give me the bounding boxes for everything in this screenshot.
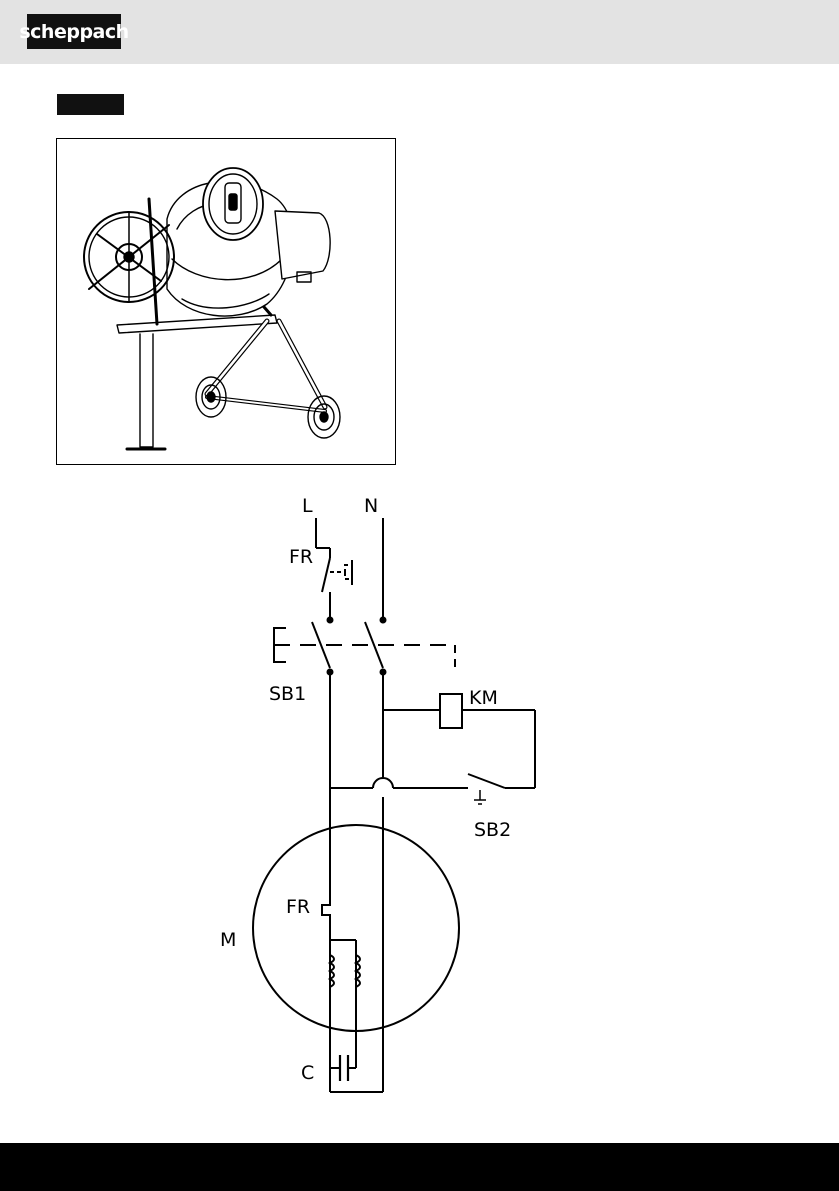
wiring-diagram: L N FR SB1 KM SB2 M FR C: [0, 480, 839, 1100]
label-KM: KM: [469, 687, 498, 709]
label-C: C: [301, 1062, 314, 1084]
footer-bar: [0, 1143, 839, 1191]
motor-M: [253, 825, 459, 1092]
label-M: M: [220, 929, 236, 951]
line-L-upper: [316, 518, 352, 623]
label-SB1: SB1: [269, 683, 306, 705]
label-L: L: [302, 495, 313, 517]
brand-logo: scheppach: [27, 14, 121, 49]
header-bar: scheppach: [0, 0, 839, 64]
label-FR-top: FR: [289, 546, 313, 568]
line-N-upper: [381, 518, 386, 623]
label-N: N: [364, 495, 378, 517]
label-FR-motor: FR: [286, 896, 310, 918]
mixer-illustration: [56, 138, 396, 465]
switch-SB1: [274, 622, 455, 675]
contactor-KM-circuit: [330, 694, 535, 804]
concrete-mixer-drawing: [57, 139, 397, 466]
label-SB2: SB2: [474, 819, 511, 841]
figure-label-box: [57, 94, 124, 115]
brand-logo-text: scheppach: [19, 21, 128, 43]
